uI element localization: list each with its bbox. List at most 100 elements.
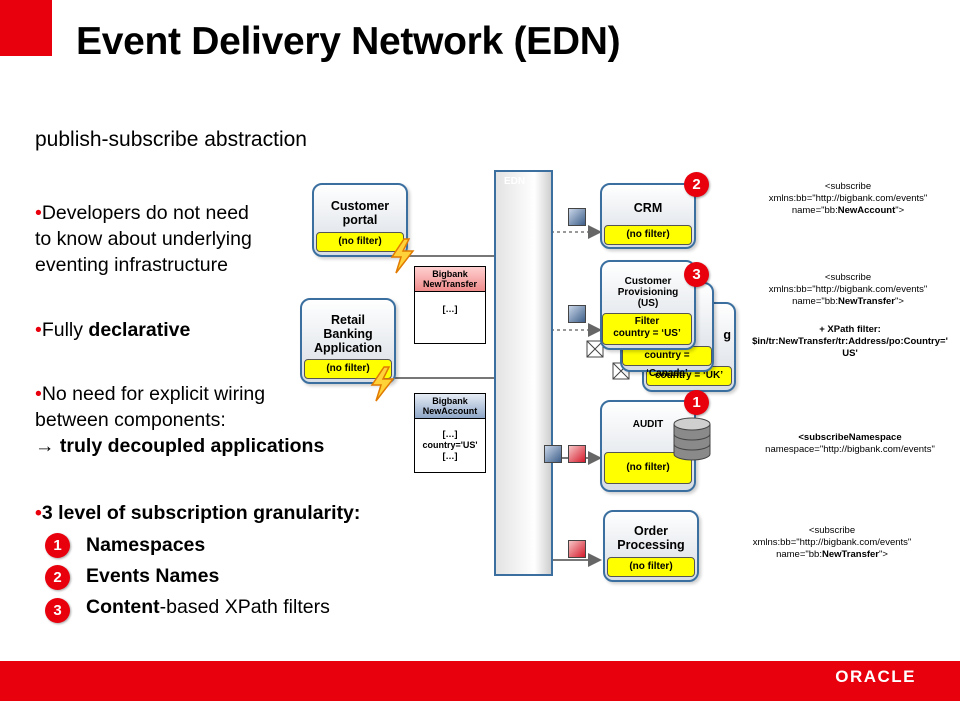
edn-label: EDN [504,176,526,187]
code-line: name="bb:NewAccount"> [742,205,954,217]
level-number-badge: 2 [45,565,70,590]
subscriber-name: g [723,328,731,342]
event-body: […] [442,304,458,314]
event-body-line: country='US' [422,440,478,450]
code-line: <subscribe [808,525,856,536]
filter-condition: country = ‘US’ [613,328,681,339]
bullet-text: eventing infrastructure [35,254,228,276]
edn-bus [494,170,553,576]
bullet-dot: • [35,502,42,524]
subscriber-name: Provisioning [617,287,679,298]
bullet-text: to know about underlying [35,228,252,250]
code-line: namespace="http://bigbank.com/events" [765,444,935,455]
oracle-logo: ORACLE [835,667,916,686]
lightning-icon [370,366,395,402]
code-text: "> [879,549,888,560]
code-text: "> [895,296,904,307]
code-line: + XPath filter: [819,324,881,335]
event-header-line: NewTransfer [422,279,478,289]
event-header-line: Bigbank [432,269,468,279]
bullet-dot: • [35,202,42,224]
code-text: name="bb: [792,296,838,307]
bullet-text: between components: [35,409,226,431]
bullet-bold-text: → truly decoupled applications [35,435,325,457]
code-line: US' [842,348,858,359]
audit-subscription-code: <subscribeNamespace namespace="http://bi… [742,432,958,456]
publisher-name: Retail Banking Application [313,313,383,355]
bullet-wiring: •No need for explicit wiring between com… [35,381,324,459]
subscriber-filter: (no filter) [604,452,692,484]
provisioning-subscription-code: <subscribe xmlns:bb="http://bigbank.com/… [742,272,954,308]
subscriber-filter: (no filter) [607,557,695,577]
event-body: […] country='US' […] [415,429,485,462]
event-header: Bigbank NewAccount [415,394,485,419]
publisher-filter: (no filter) [304,359,392,379]
bullet-text: Fully [41,319,89,341]
code-line: <subscribe [824,272,872,283]
new-account-event-marker [544,445,562,463]
subscriber-name: Customer [624,276,672,287]
subscription-level-badge: 2 [684,172,709,197]
code-text: name="bb: [776,549,822,560]
filter-label: Filter [634,316,660,327]
code-line: xmlns:bb="http://bigbank.com/events" [768,284,928,295]
bullet-declarative: •Fully declarative [35,317,190,343]
level-label: Namespaces [86,534,206,556]
subscriber-filter: Filter country = ‘US’ [602,313,692,345]
code-line: name="bb:NewTransfer"> [742,296,954,308]
bullet-text: No need for explicit wiring [41,383,266,405]
code-line: name="bb:NewTransfer"> [742,549,922,561]
corner-accent [0,0,52,56]
code-text: "> [895,205,905,216]
event-new-account: Bigbank NewAccount […] country='US' […] [414,393,486,473]
level-label-bold: Content [86,596,160,618]
publisher-retail-banking: Retail Banking Application (no filter) [300,298,396,384]
subscriber-provisioning-us: Customer Provisioning (US) Filter countr… [600,260,696,350]
subscriber-name: (US) [637,298,659,309]
subscriber-name: Processing [617,538,685,552]
level-label-rest: -based XPath filters [159,596,330,618]
level-number-badge: 3 [45,598,70,623]
footer-bar [0,661,960,701]
code-event-name: NewTransfer [821,549,879,560]
code-line: $in/tr:NewTransfer/tr:Address/po:Country… [752,336,948,347]
code-text: name="bb: [791,205,838,216]
new-account-event-marker [568,208,586,226]
level-label: Content-based XPath filters [86,596,330,619]
page-subtitle: publish-subscribe abstraction [35,128,307,151]
subscription-level-badge: 3 [684,262,709,287]
code-event-name: NewTransfer [837,296,895,307]
order-subscription-code: <subscribe xmlns:bb="http://bigbank.com/… [742,525,922,561]
crm-subscription-code: <subscribe xmlns:bb="http://bigbank.com/… [742,181,954,217]
page-title: Event Delivery Network (EDN) [76,20,621,63]
new-transfer-event-marker [568,305,586,323]
subscriber-filter: (no filter) [604,225,692,245]
event-body-line: […] [442,429,458,439]
subscriber-name: Order [633,524,669,538]
subscriber-crm: CRM (no filter) [600,183,696,249]
bullet-developers: •Developers do not need to know about un… [35,200,252,278]
code-line: xmlns:bb="http://bigbank.com/events" [768,193,928,204]
lightning-icon [390,238,415,274]
database-icon [673,417,711,461]
level-number-badge: 1 [45,533,70,558]
event-header-line: NewAccount [422,406,478,416]
event-body-line: […] [442,451,458,461]
bullet-text: 3 level of subscription granularity: [41,502,361,524]
subscriber-name: CRM [633,201,663,215]
subscriber-order-processing: Order Processing (no filter) [603,510,699,582]
new-transfer-event-marker [568,540,586,558]
bullet-text: Developers do not need [41,202,249,224]
bullet-bold-text: declarative [88,319,191,341]
code-event-name: NewAccount [837,205,896,216]
subscriber-name: AUDIT [632,419,664,430]
bullet-dot: • [35,383,42,405]
event-header-line: Bigbank [432,396,468,406]
bullet-dot: • [35,319,42,341]
publisher-customer-portal: Customer portal (no filter) [312,183,408,257]
code-line: xmlns:bb="http://bigbank.com/events" [752,537,912,548]
publisher-name: Customer portal [330,199,390,227]
level-label: Events Names [86,565,220,587]
xpath-filter-code: + XPath filter: $in/tr:NewTransfer/tr:Ad… [742,324,958,360]
